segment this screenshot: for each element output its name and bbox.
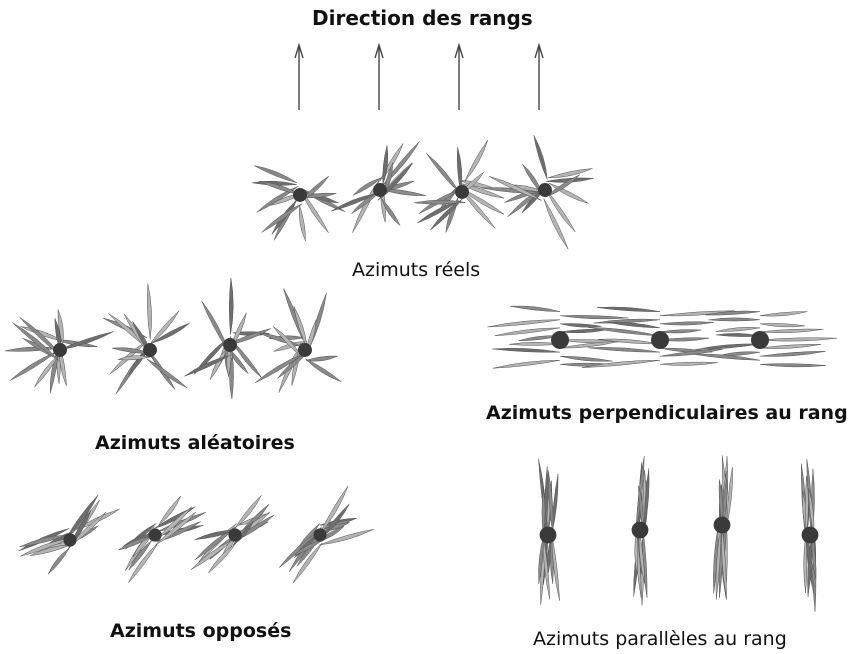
leaf xyxy=(534,135,548,179)
plant-core xyxy=(148,528,161,541)
plant-core xyxy=(540,527,557,544)
maize-plant-icon xyxy=(692,311,837,367)
maize-plant-icon xyxy=(191,495,274,573)
leaf xyxy=(118,356,150,360)
plant-core xyxy=(223,338,237,352)
maize-plant-icon xyxy=(482,135,594,249)
plant-core xyxy=(298,343,312,357)
maize-plant-icon xyxy=(801,459,818,611)
leaf xyxy=(804,535,807,593)
plant-core xyxy=(651,331,669,349)
leaf xyxy=(760,323,805,327)
plant-core xyxy=(293,188,307,202)
leaf xyxy=(152,323,190,343)
leaf xyxy=(284,288,303,339)
leaf xyxy=(560,324,602,328)
leaf xyxy=(273,326,302,357)
plant-core xyxy=(313,528,326,541)
leaf xyxy=(488,320,560,327)
maize-plant-icon xyxy=(19,495,120,574)
leaf xyxy=(548,169,592,178)
leaf xyxy=(510,306,560,312)
maize-plant-icon xyxy=(5,310,114,394)
leaf xyxy=(760,344,821,348)
leaf xyxy=(560,315,628,319)
leaf xyxy=(760,338,837,341)
maize-plant-icon xyxy=(488,306,629,368)
plant-core xyxy=(143,343,157,357)
leaf xyxy=(299,205,305,240)
leaf xyxy=(12,323,58,361)
plant-core xyxy=(551,331,569,349)
leaf xyxy=(760,364,826,367)
leaf xyxy=(660,362,718,365)
leaf xyxy=(695,344,760,350)
plant-core xyxy=(802,527,819,544)
maize-plant-icon xyxy=(539,459,560,605)
leaf xyxy=(560,356,612,361)
leaf xyxy=(597,307,660,312)
plant-core xyxy=(63,533,76,546)
plant-core xyxy=(53,343,67,357)
leaf xyxy=(147,359,187,388)
leaf xyxy=(588,327,660,336)
maize-plant-icon xyxy=(713,456,732,600)
maize-plant-icon xyxy=(252,166,345,241)
leaf xyxy=(147,284,151,340)
maize-plant-icon xyxy=(255,288,341,392)
leaf xyxy=(716,327,760,331)
plant-core xyxy=(538,183,552,197)
caption-azimuts-paralleles: Azimuts parallèles au rang xyxy=(533,628,787,650)
caption-azimuts-opposes: Azimuts opposés xyxy=(110,620,291,642)
caption-azimuts-aleatoires: Azimuts aléatoires xyxy=(95,432,295,454)
plant-core xyxy=(228,528,241,541)
caption-azimuts-reels: Azimuts réels xyxy=(352,259,480,281)
leaf xyxy=(331,193,377,211)
leaf xyxy=(48,548,69,574)
leaf xyxy=(660,330,701,333)
plant-core xyxy=(751,331,769,349)
plant-core xyxy=(632,522,649,539)
leaf xyxy=(150,311,179,345)
leaf xyxy=(229,278,233,335)
leaf xyxy=(607,322,660,328)
leaf xyxy=(760,329,823,333)
maize-plant-icon xyxy=(414,140,504,232)
maize-plant-icon xyxy=(103,284,190,395)
leaf xyxy=(588,347,660,352)
leaf xyxy=(493,360,560,368)
leaf xyxy=(495,328,560,336)
leaf xyxy=(305,359,341,382)
plant-core xyxy=(373,183,387,197)
plant-core xyxy=(714,517,731,534)
leaf xyxy=(5,347,58,351)
leaf xyxy=(708,318,760,321)
leaf xyxy=(660,322,714,325)
maize-plant-icon xyxy=(279,486,373,583)
leaf xyxy=(692,354,760,360)
leaf xyxy=(760,312,807,317)
maize-plant-icon xyxy=(331,141,426,232)
plant-core xyxy=(455,185,469,199)
leaf xyxy=(465,140,488,181)
leaf xyxy=(492,348,560,352)
leaf xyxy=(760,351,826,356)
maize-plant-icon xyxy=(119,496,206,582)
leaf xyxy=(306,356,338,361)
leaf xyxy=(426,153,460,193)
caption-azimuts-perpendiculaires: Azimuts perpendiculaires au rang xyxy=(486,402,848,424)
leaf xyxy=(254,166,297,183)
maize-plant-icon xyxy=(632,456,650,605)
